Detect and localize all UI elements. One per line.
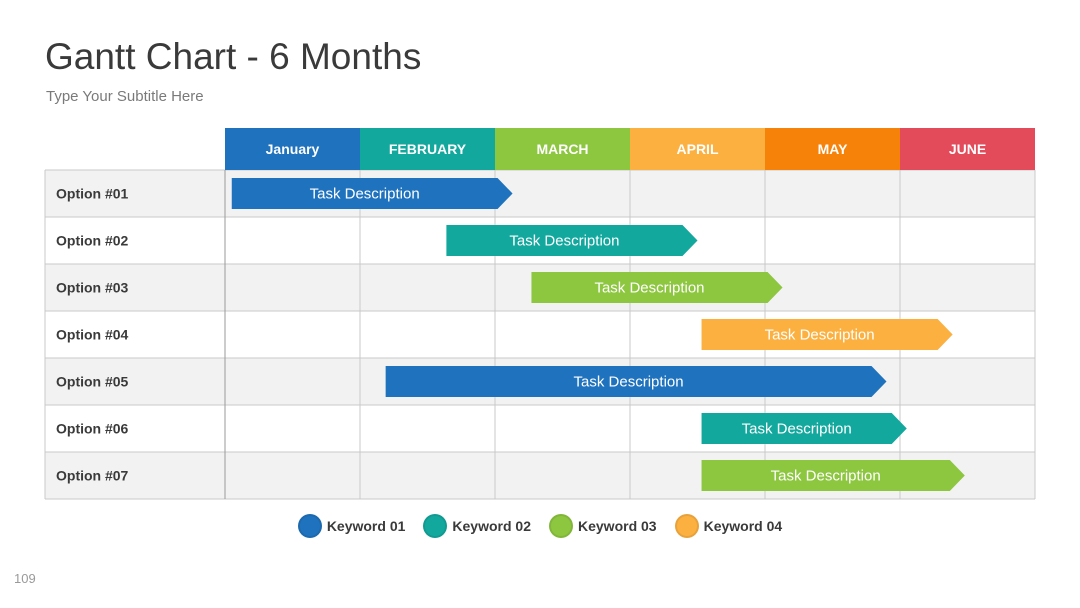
- legend-swatch: [549, 514, 573, 538]
- legend-swatch: [674, 514, 699, 538]
- task-bar-label: Task Description: [509, 233, 619, 250]
- month-header-label: JUNE: [949, 141, 986, 157]
- task-bar-label: Task Description: [594, 280, 704, 297]
- legend-item: Keyword 02: [423, 514, 531, 538]
- month-header-cell: [765, 128, 900, 170]
- month-header-label: MAY: [818, 141, 848, 157]
- task-bar: [531, 272, 783, 303]
- legend-label: Keyword 01: [326, 518, 406, 534]
- task-bar: [701, 319, 953, 350]
- slide-subtitle: Type Your Subtitle Here: [46, 88, 204, 105]
- month-header-cell: [630, 128, 765, 170]
- legend-item: Keyword 04: [674, 514, 783, 538]
- chart-legend: Keyword 01 Keyword 02 Keyword 03 Keyword 04: [0, 514, 1080, 538]
- task-bar: [446, 225, 698, 256]
- task-bar-label: Task Description: [574, 374, 684, 391]
- legend-label: Keyword 03: [578, 518, 657, 534]
- row-label: Option #07: [56, 468, 129, 484]
- legend-item: Keyword 03: [549, 514, 657, 538]
- row-label: Option #02: [56, 233, 129, 249]
- month-header-label: APRIL: [677, 141, 719, 157]
- row-label: Option #06: [56, 421, 129, 437]
- row-label: Option #01: [56, 186, 129, 202]
- legend-swatch: [297, 514, 322, 538]
- month-header-cell: [225, 128, 360, 170]
- month-header-label: FEBRUARY: [389, 141, 467, 157]
- task-bar-label: Task Description: [310, 186, 420, 203]
- row-label: Option #05: [56, 374, 129, 390]
- month-header-label: MARCH: [536, 141, 588, 157]
- task-bar: [701, 413, 907, 444]
- row-label: Option #04: [56, 327, 129, 343]
- row-label: Option #03: [56, 280, 129, 296]
- month-header-label: January: [266, 141, 320, 157]
- month-header-cell: [360, 128, 495, 170]
- row-background: [45, 170, 1035, 217]
- task-bar-label: Task Description: [765, 327, 875, 344]
- task-bar: [385, 366, 887, 397]
- task-bar-label: Task Description: [742, 421, 852, 438]
- page-number: 109: [14, 571, 36, 586]
- month-header-cell: [900, 128, 1035, 170]
- legend-label: Keyword 02: [452, 518, 531, 534]
- slide-title: Gantt Chart - 6 Months: [45, 36, 422, 77]
- legend-item: Keyword 01: [297, 514, 406, 538]
- task-bar: [701, 460, 965, 491]
- task-bar-label: Task Description: [771, 468, 881, 485]
- month-header-cell: [495, 128, 630, 170]
- legend-swatch: [423, 514, 448, 538]
- legend-label: Keyword 04: [703, 518, 783, 534]
- task-bar: [231, 178, 513, 209]
